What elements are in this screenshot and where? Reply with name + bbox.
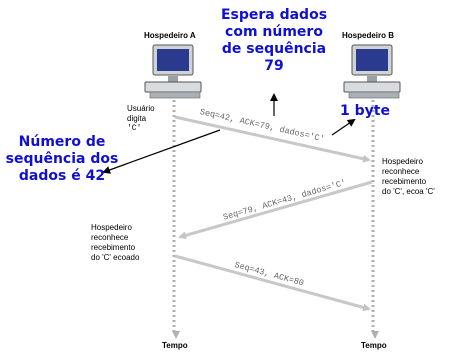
note-user-line1: Usuário: [127, 104, 155, 113]
callout-seq-42: Número de sequência dos dados é 42: [2, 134, 122, 185]
host-a-label: Hospedeiro A: [144, 31, 196, 40]
note-a-line4: do 'C' ecoado: [91, 253, 140, 262]
segment-arrow-3: [174, 254, 371, 312]
callout-expects: Espera dados com número de sequência 79: [214, 7, 334, 75]
note-a-line2: reconhece: [91, 233, 129, 242]
note-b-line4: do 'C', ecoa 'C': [382, 187, 435, 196]
segment-arrow-2: [178, 180, 373, 240]
segment-arrow-1: [174, 115, 371, 163]
note-b-acknowledges: Hospedeiro reconhece recebimento do 'C',…: [382, 157, 435, 197]
computer-a-icon: [144, 44, 202, 99]
note-b-line1: Hospedeiro: [382, 157, 423, 166]
host-b-label: Hospedeiro B: [342, 31, 395, 40]
note-a-line1: Hospedeiro: [91, 223, 132, 232]
callout-one-byte: 1 byte: [340, 103, 390, 119]
callout-expects-line4: 79: [264, 58, 284, 74]
callout-expects-line3: de sequência: [221, 41, 327, 57]
note-user-line3: 'C': [127, 124, 142, 133]
callout-seq-line1: Número de: [18, 134, 106, 150]
callout-seq-line3: dados é 42: [18, 168, 106, 184]
note-a-line3: recebimento: [91, 243, 136, 252]
note-a-acknowledges: Hospedeiro reconhece recebimento do 'C' …: [91, 223, 139, 263]
time-label-a: Tempo: [162, 341, 188, 350]
note-b-line3: recebimento: [382, 177, 427, 186]
computer-b-icon: [343, 44, 401, 99]
callout-expects-line2: com número: [225, 24, 323, 40]
callout-arrow-seq: [102, 129, 221, 174]
callout-seq-line2: sequência dos: [5, 151, 119, 167]
note-b-line2: reconhece: [382, 167, 420, 176]
callout-arrow-one-byte: [331, 118, 356, 136]
note-user-types: Usuário digita 'C': [127, 104, 155, 134]
callout-expects-line1: Espera dados: [220, 7, 328, 23]
note-user-line2: digita: [127, 114, 147, 123]
time-label-b: Tempo: [361, 341, 387, 350]
